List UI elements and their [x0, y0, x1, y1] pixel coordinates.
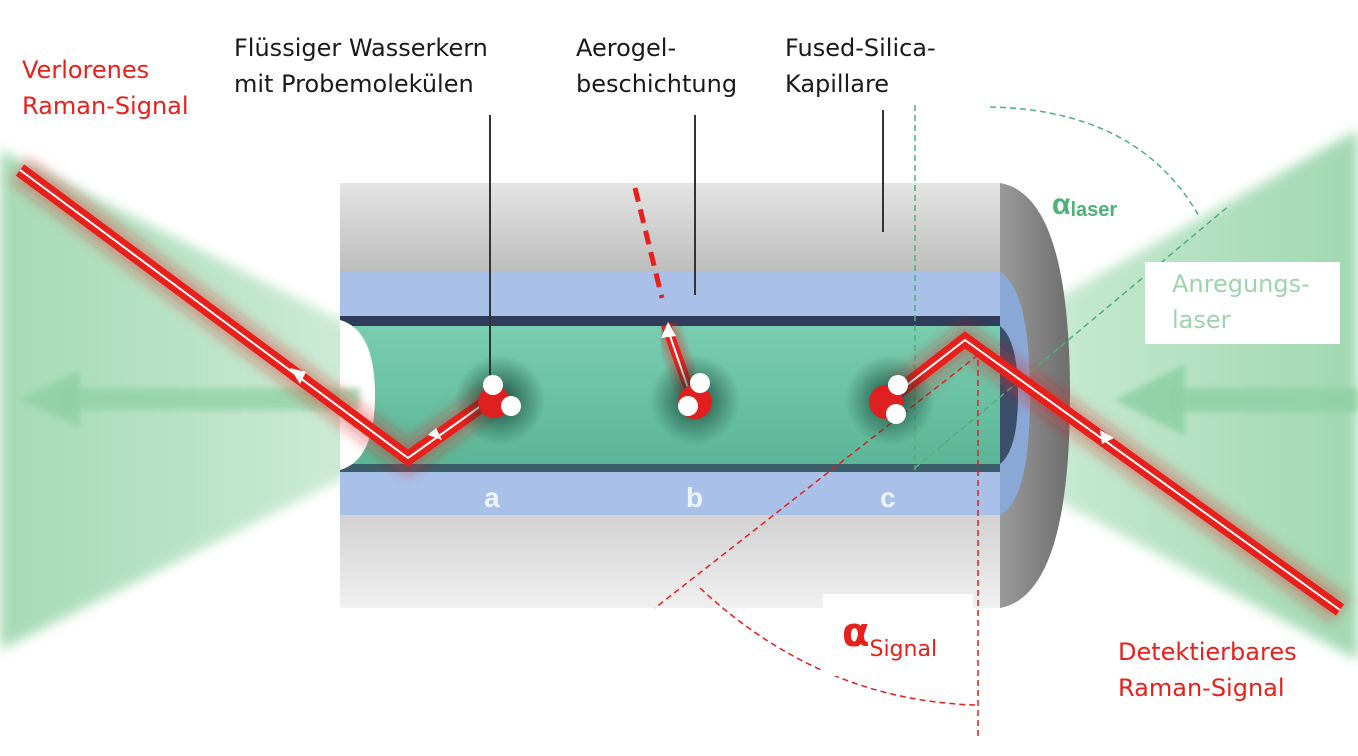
water-core-label: Flüssiger Wasserkern mit Probemolekülen — [234, 30, 488, 102]
molecule-a — [455, 355, 545, 445]
aerogel-coating-label-line2: beschichtung — [576, 70, 738, 98]
lost-signal-label-line1: Verlorenes — [22, 56, 150, 84]
detectable-signal-label-line2: Raman-Signal — [1118, 674, 1285, 702]
excitation-label-box — [1145, 262, 1340, 344]
water-core-label-line1: Flüssiger Wasserkern — [234, 34, 488, 62]
position-label-a: a — [484, 482, 500, 513]
alpha-signal-box — [823, 594, 973, 676]
exit-arrow-shaft — [60, 388, 360, 410]
lost-signal-label: Verlorenes Raman-Signal — [22, 52, 189, 124]
alpha-laser-subscript: laser — [1070, 199, 1118, 221]
aerogel-bottom — [340, 472, 1000, 515]
laser-oblique-guide — [914, 204, 1231, 469]
excitation-laser-label-line2: laser — [1172, 306, 1231, 334]
aerogel-coating-label: Aerogel- beschichtung — [576, 30, 737, 102]
excitation-arrow-head — [1115, 364, 1185, 436]
molecule-b — [650, 355, 740, 445]
detectable-signal-label-line1: Detektierbares — [1118, 638, 1297, 666]
alpha-signal-label: αSignal — [842, 610, 937, 662]
capillary-top-wall — [340, 183, 1000, 272]
excitation-laser-label-line1: Anregungs- — [1172, 270, 1310, 298]
aerogel-top — [340, 272, 1000, 316]
capillary-bottom-wall — [340, 515, 1000, 608]
lost-signal-label-line2: Raman-Signal — [22, 92, 189, 120]
exit-arrow-head — [20, 370, 80, 428]
alpha-signal-symbol: α — [842, 610, 870, 656]
alpha-signal-subscript: Signal — [869, 637, 938, 662]
water-core-label-line2: mit Probemolekülen — [234, 70, 474, 98]
position-label-b: b — [686, 482, 704, 513]
molecule-c — [845, 355, 935, 445]
alpha-laser-label: αlaser — [1052, 188, 1117, 222]
capillary-label: Fused-Silica- Kapillare — [785, 30, 936, 102]
capillary-label-line2: Kapillare — [785, 70, 890, 98]
alpha-laser-arc — [989, 106, 1201, 219]
position-label-c: c — [880, 482, 896, 513]
detectable-signal-label: Detektierbares Raman-Signal — [1118, 634, 1297, 706]
capillary-label-line1: Fused-Silica- — [785, 34, 936, 62]
aerogel-coating-label-line1: Aerogel- — [576, 34, 677, 62]
excitation-laser-label: Anregungs- laser — [1172, 266, 1310, 338]
alpha-laser-symbol: α — [1052, 188, 1071, 221]
excitation-arrow-shaft — [1170, 388, 1358, 412]
signal-oblique-guide — [654, 354, 979, 609]
